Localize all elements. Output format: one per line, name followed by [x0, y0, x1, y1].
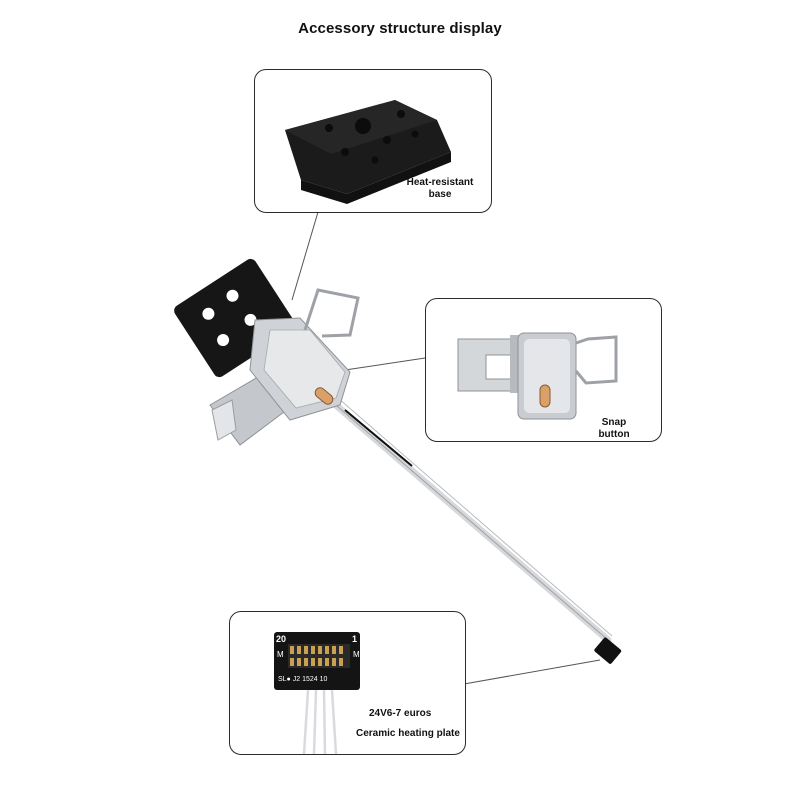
callout-snap-button [425, 298, 662, 442]
heat-resistant-base-photo [285, 100, 451, 204]
connector-marking-left-top: 20 [276, 634, 287, 644]
page-title: Accessory structure display [298, 20, 502, 37]
ceramic-plate-voltage-label: 24V6-7 euros [369, 708, 432, 719]
snap-button-label-line1: Snap [601, 417, 627, 428]
ceramic-heating-plate-photo [274, 632, 360, 755]
ceramic-plate-name-label: Ceramic heating plate [356, 728, 460, 739]
heat-resistant-base-label-line2: base [428, 189, 452, 200]
snap-button-photo [457, 332, 618, 420]
connector-marking-bottom: SL● J2 1524 10 [278, 676, 328, 683]
rod-tip [594, 637, 622, 664]
connector-marking-right-mid: M [353, 650, 360, 659]
connector-marking-right-top: 1 [352, 634, 358, 644]
snap-button-label-line2: button [598, 429, 630, 440]
callout-ceramic-heating-plate: 20 1 M M SL● J2 1524 10 [229, 611, 466, 755]
metal-bracket [209, 288, 360, 446]
connector-marking-left-mid: M [277, 650, 284, 659]
callout-heat-resistant-base [254, 69, 492, 213]
snap-button-label: Snap button [584, 417, 644, 441]
leader-line-plate [463, 659, 601, 685]
heat-resistant-base-label: Heat-resistant base [400, 177, 480, 201]
leader-line-snap [344, 357, 426, 371]
leader-line-base [291, 211, 319, 301]
heater-rod [326, 396, 613, 644]
heat-resistant-base-label-line1: Heat-resistant [406, 177, 474, 188]
